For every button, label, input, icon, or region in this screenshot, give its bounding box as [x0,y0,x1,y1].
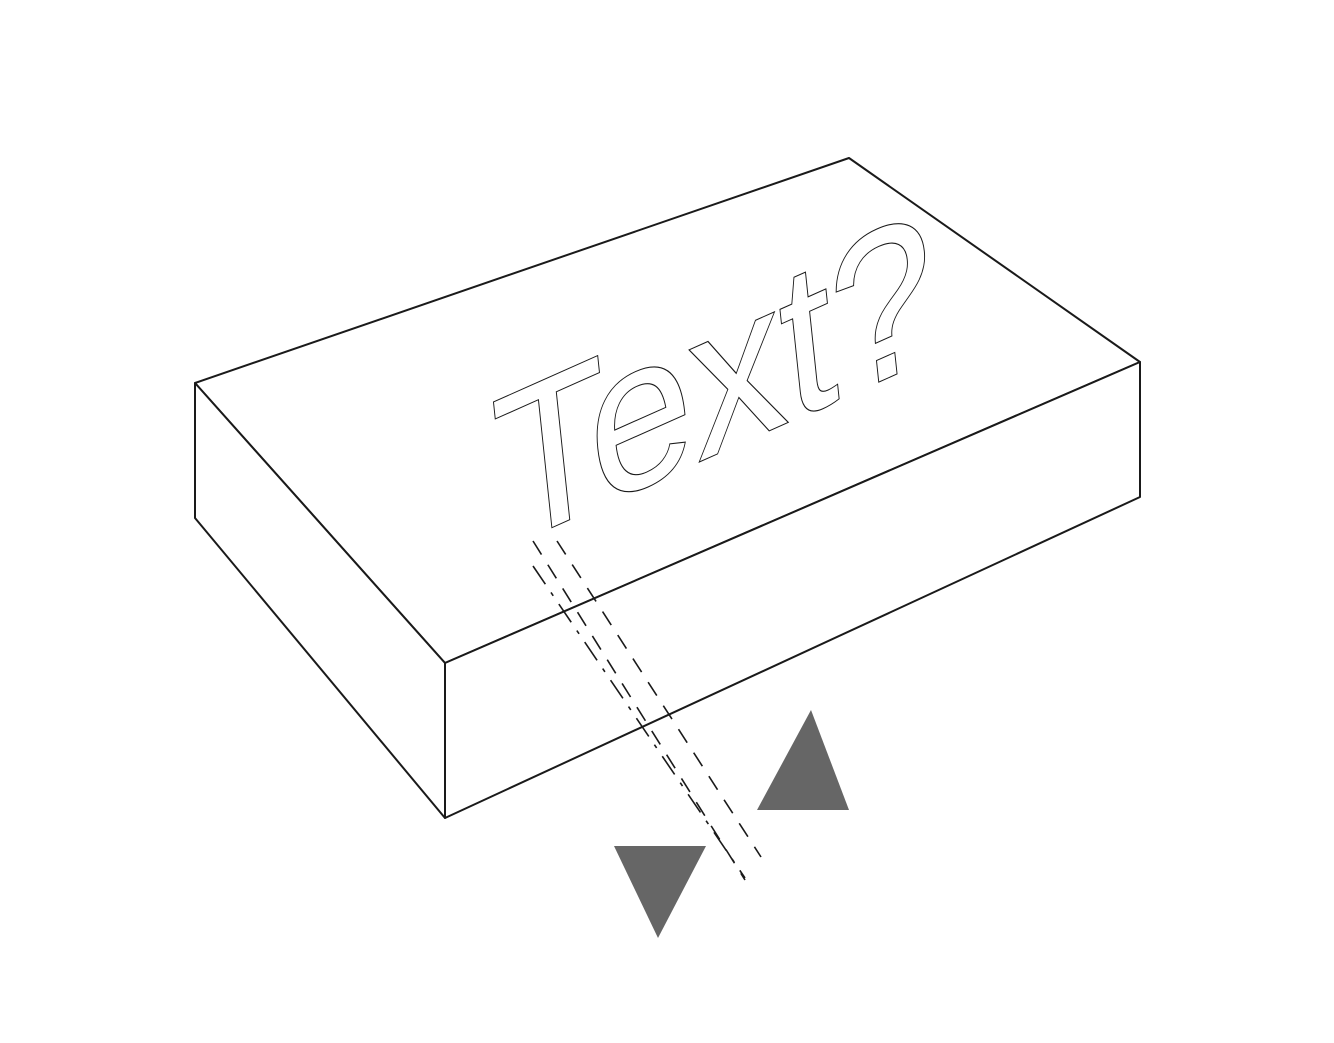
triangle-down-icon [614,846,706,938]
section-lines [532,540,762,881]
direction-markers [614,710,849,938]
section-line-left [532,540,746,881]
triangle-up-icon [757,710,849,810]
section-line-right [556,540,762,858]
centerline [532,565,746,879]
box [194,157,1141,819]
box-front-face [444,361,1141,819]
